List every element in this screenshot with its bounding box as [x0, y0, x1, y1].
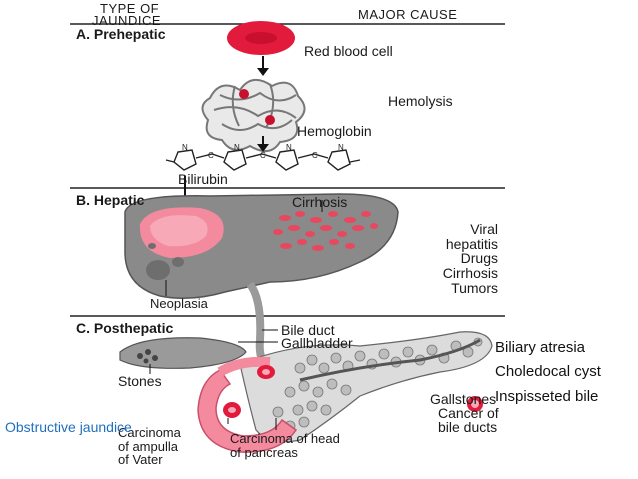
- type-of-label: TYPE OF: [100, 1, 160, 16]
- carcinoma-head-label: Carcinoma of head of pancreas: [230, 432, 340, 459]
- chain-letter: C: [260, 151, 266, 160]
- section-posthepatic: C. Posthepatic: [76, 320, 174, 336]
- hemoglobin-label: Hemoglobin: [297, 123, 372, 139]
- cancer-of-label: Cancer of: [438, 405, 499, 421]
- section-hepatic: B. Hepatic: [76, 192, 145, 208]
- ampulla-line: of ampulla: [118, 438, 178, 454]
- stones-label: Stones: [118, 373, 162, 389]
- liver: [124, 193, 399, 299]
- chain-letter: N: [286, 143, 292, 152]
- hemoglobin-molecule: [201, 79, 306, 153]
- carcinoma-ampulla-label: Carcinoma of ampulla of Vater: [118, 426, 181, 467]
- red-blood-cell-label: Red blood cell: [304, 43, 393, 59]
- major-cause-header: MAJOR CAUSE: [358, 7, 458, 22]
- neoplasia-label: Neoplasia: [150, 296, 208, 311]
- pancreatic-duct: [299, 338, 481, 382]
- chain-letter: C: [312, 151, 318, 160]
- jaundice-label: JAUNDICE: [92, 13, 162, 28]
- bilirubin-label: Bilirubin: [178, 171, 228, 187]
- chain-letter: C: [208, 151, 214, 160]
- choledocal-cyst-note: Choledocal cyst: [495, 363, 601, 380]
- hepatic-causes: Viral hepatitis Drugs Cirrhosis Tumors: [420, 222, 498, 295]
- chain-letter: N: [182, 143, 188, 152]
- cause-hepatitis: hepatitis: [445, 235, 498, 252]
- bilirubin-structure: [165, 149, 361, 171]
- cause-tumors: Tumors: [451, 279, 498, 296]
- chain-letter: N: [234, 143, 240, 152]
- cause-viral: Viral: [470, 221, 498, 237]
- vater-line: of Vater: [118, 452, 163, 468]
- inspisseted-bile-note: Inspisseted bile: [495, 388, 599, 405]
- biliary-atresia-note: Biliary atresia: [495, 339, 586, 356]
- duodenum-upper: [217, 356, 271, 377]
- cirrhosis-spots: [273, 211, 378, 251]
- duodenum: [197, 369, 298, 453]
- obstructive-jaundice-note: Obstructive jaundice: [5, 419, 132, 435]
- section-prehepatic: A. Prehepatic: [76, 26, 166, 42]
- gallbladder-label: Gallbladder: [281, 335, 353, 351]
- tumor-bile-duct: [257, 365, 275, 379]
- carcinoma-head-line: Carcinoma of head: [230, 431, 340, 446]
- hemolysis-label: Hemolysis: [388, 93, 453, 109]
- bile-duct-label: Bile duct: [281, 322, 335, 338]
- pancreas-line: of pancreas: [230, 444, 298, 460]
- arrow-head-1: [257, 68, 269, 76]
- tumor-pancreas-tail: [467, 396, 483, 412]
- cause-drugs: Drugs: [460, 250, 498, 267]
- cirrhosis-label: Cirrhosis: [292, 194, 348, 210]
- arrow-head-2: [257, 144, 269, 152]
- red-blood-cell: [227, 21, 295, 55]
- tumor-ampulla: [223, 402, 241, 418]
- carcinoma-line: Carcinoma: [118, 425, 181, 440]
- chain-letter: N: [338, 143, 344, 152]
- bile-ducts-label: bile ducts: [438, 419, 498, 435]
- gallstones-label: Gallstones: [430, 391, 497, 407]
- cause-cirrhosis: Cirrhosis: [442, 265, 498, 282]
- gallbladder: [119, 337, 247, 369]
